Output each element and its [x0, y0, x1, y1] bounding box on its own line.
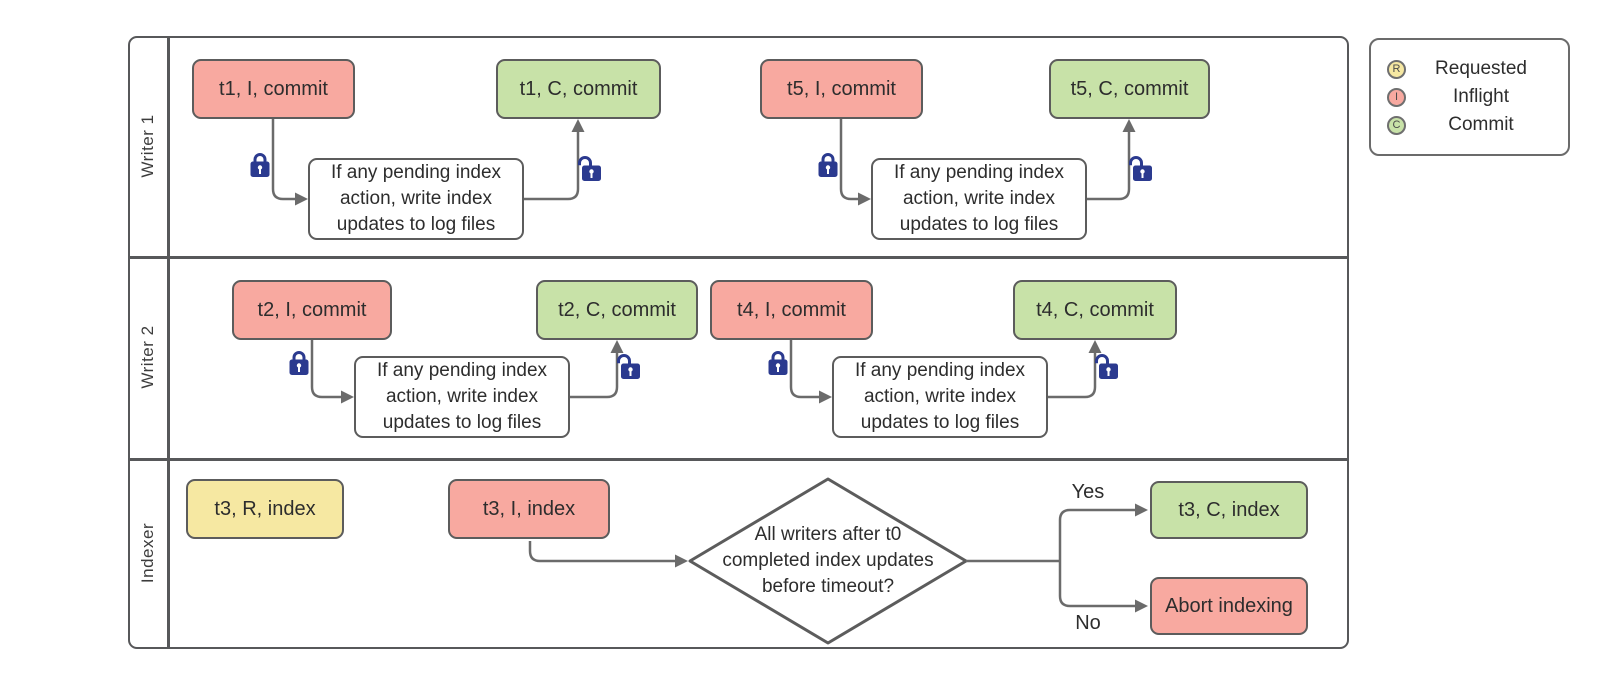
decision-diamond	[688, 477, 968, 645]
connector	[570, 353, 619, 399]
process-box-t4: If any pending index action, write index…	[832, 356, 1048, 438]
connector-yes	[1058, 508, 1136, 561]
legend-item-commit: C Commit	[1387, 111, 1556, 139]
arrowhead-right	[858, 192, 871, 206]
arrowhead-right	[675, 554, 688, 568]
lane-divider-1	[128, 256, 1349, 259]
arrowhead-up	[1088, 340, 1102, 353]
node-t3-inflight: t3, I, index	[448, 479, 610, 539]
node-t2-inflight: t2, I, commit	[232, 280, 392, 340]
lock-closed-icon	[818, 153, 838, 177]
lock-open-icon	[578, 156, 601, 181]
commit-state-icon: C	[1387, 115, 1406, 135]
connector	[1048, 353, 1097, 399]
connector-no	[1058, 561, 1136, 608]
arrowhead-right	[1135, 503, 1148, 517]
node-t4-inflight: t4, I, commit	[710, 280, 873, 340]
lane-label-divider	[167, 36, 170, 649]
arrowhead-up	[610, 340, 624, 353]
decision-text: All writers after t0 completed index upd…	[722, 524, 934, 597]
node-t5-inflight: t5, I, commit	[760, 59, 923, 119]
node-abort-indexing: Abort indexing	[1150, 577, 1308, 635]
connector	[524, 132, 580, 201]
lock-open-icon	[1095, 354, 1118, 379]
inflight-state-icon: I	[1387, 87, 1406, 107]
connector	[1087, 132, 1131, 201]
node-t2-commit: t2, C, commit	[536, 280, 698, 340]
connector	[528, 541, 676, 563]
lock-open-icon	[617, 354, 640, 379]
node-t3-commit: t3, C, index	[1150, 481, 1308, 539]
node-t3-requested: t3, R, index	[186, 479, 344, 539]
node-t1-commit: t1, C, commit	[496, 59, 661, 119]
arrowhead-up	[1122, 119, 1136, 132]
arrowhead-up	[571, 119, 585, 132]
node-t5-commit: t5, C, commit	[1049, 59, 1210, 119]
legend-item-inflight: I Inflight	[1387, 83, 1556, 111]
connector	[271, 119, 296, 201]
arrowhead-right	[819, 390, 832, 404]
arrowhead-right	[341, 390, 354, 404]
node-t4-commit: t4, C, commit	[1013, 280, 1177, 340]
requested-state-icon: R	[1387, 59, 1406, 79]
legend-label: Requested	[1435, 58, 1527, 79]
arrowhead-right	[1135, 599, 1148, 613]
process-box-t5: If any pending index action, write index…	[871, 158, 1087, 240]
legend-item-requested: R Requested	[1387, 55, 1556, 83]
branch-label-no: No	[1075, 612, 1101, 634]
lock-closed-icon	[289, 351, 309, 375]
connector	[789, 340, 820, 399]
lock-closed-icon	[768, 351, 788, 375]
connector	[839, 119, 859, 201]
node-t1-inflight: t1, I, commit	[192, 59, 355, 119]
legend-label: Inflight	[1453, 86, 1509, 107]
branch-label-yes: Yes	[1071, 481, 1105, 503]
arrowhead-right	[295, 192, 308, 206]
process-box-t1: If any pending index action, write index…	[308, 158, 524, 240]
connector	[310, 340, 342, 399]
lane-divider-2	[128, 458, 1349, 461]
lock-open-icon	[1129, 156, 1152, 181]
process-box-t2: If any pending index action, write index…	[354, 356, 570, 438]
legend: R Requested I Inflight C Commit	[1369, 38, 1570, 156]
lock-closed-icon	[250, 153, 270, 177]
legend-label: Commit	[1448, 114, 1514, 135]
